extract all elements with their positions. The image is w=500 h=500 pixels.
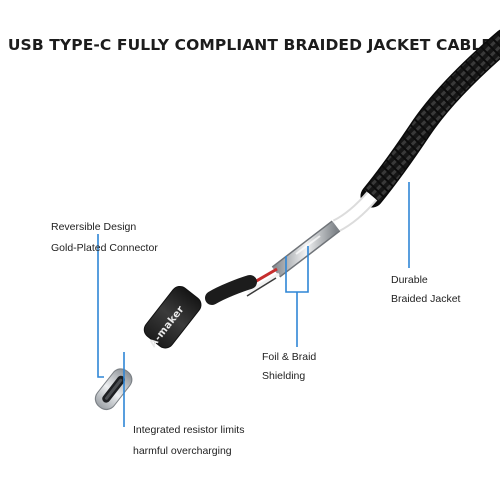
- shielding-callout-line-2: Shielding: [262, 370, 306, 382]
- resistor-callout-line-2: harmful overcharging: [133, 445, 232, 457]
- jacket-callout: Durable Braided Jacket: [391, 271, 460, 309]
- jacket-callout-line-1: Durable: [391, 274, 428, 286]
- jacket-callout-line-2: Braided Jacket: [391, 293, 461, 305]
- headline: USB TYPE-C FULLY COMPLIANT BRAIDED JACKE…: [7, 36, 493, 54]
- inner-insulation: [332, 191, 378, 233]
- shielding-callout-line-1: Foil & Braid: [262, 351, 317, 363]
- connector-housing: A-maker: [143, 275, 257, 350]
- foil-shielding: [271, 220, 341, 278]
- shielding-callout: Foil & Braid Shielding: [262, 348, 316, 386]
- leader-lines: [97, 182, 410, 427]
- connector-leader: [97, 234, 104, 378]
- resistor-callout-line-1: Integrated resistor limits: [133, 424, 245, 436]
- resistor-callout: Integrated resistor limits harmful overc…: [133, 420, 244, 462]
- connector-callout-line-1: Reversible Design: [51, 221, 137, 233]
- braided-jacket: [360, 29, 500, 208]
- connector-callout-line-2: Gold-Plated Connector: [51, 242, 158, 254]
- usb-c-plug: [94, 368, 133, 411]
- connector-callout: Reversible Design Gold-Plated Connector: [51, 217, 158, 259]
